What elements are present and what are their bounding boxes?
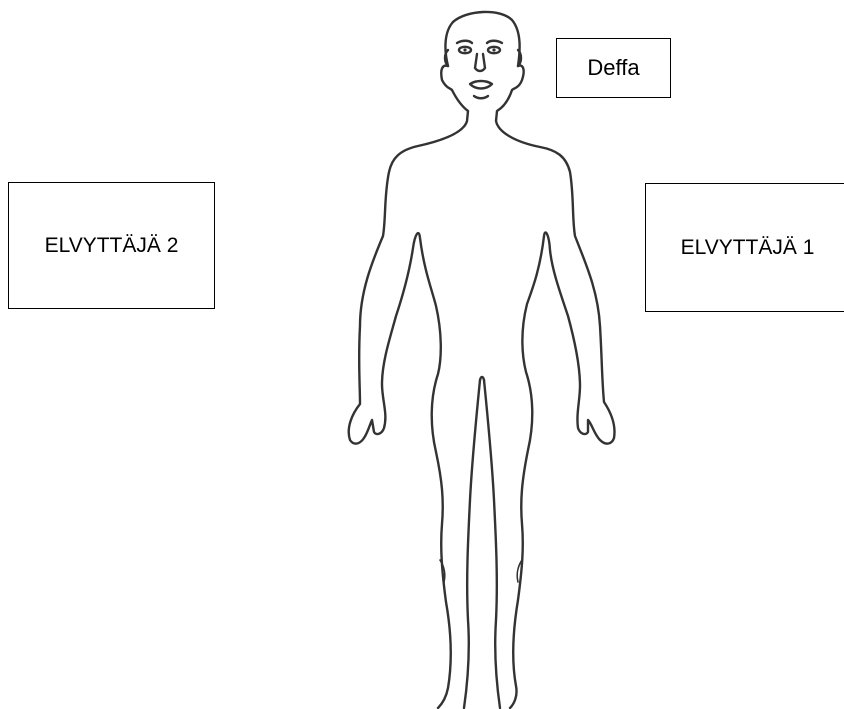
rescuer-1-label-box: ELVYTTÄJÄ 1 — [645, 183, 844, 312]
rescuer-1-label: ELVYTTÄJÄ 1 — [681, 236, 815, 260]
crotch — [480, 377, 484, 380]
rescuer-2-label: ELVYTTÄJÄ 2 — [45, 234, 179, 258]
defibrillator-label: Deffa — [587, 55, 639, 81]
head-left-outline — [349, 22, 468, 708]
defibrillator-label-box: Deffa — [556, 38, 671, 98]
head-outline — [453, 12, 615, 708]
inner-left-leg — [464, 380, 480, 708]
rescuer-2-label-box: ELVYTTÄJÄ 2 — [8, 182, 215, 309]
inner-right-leg — [484, 380, 500, 708]
